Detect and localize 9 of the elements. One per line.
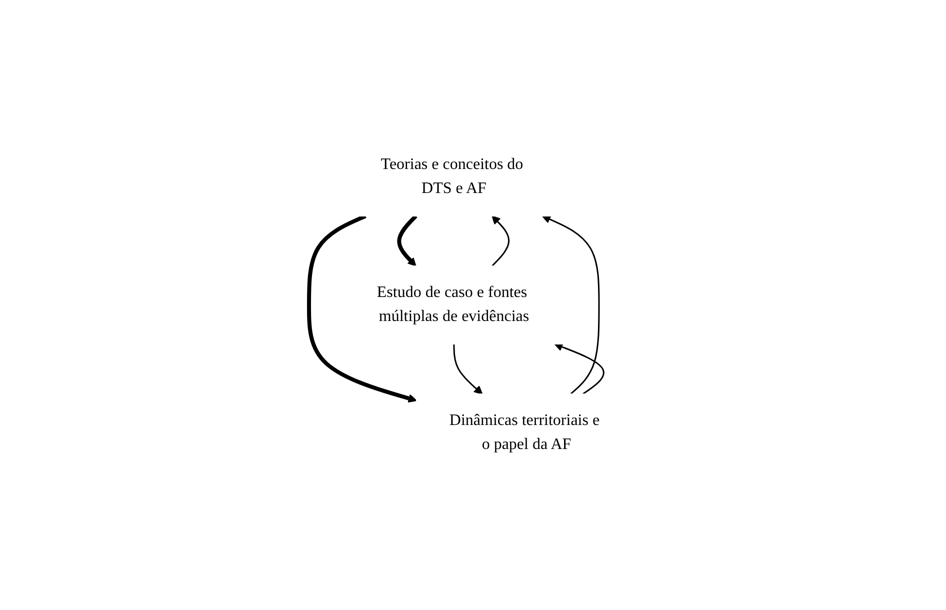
arrow [492, 216, 510, 267]
node-text: Estudo de caso e fontes múltiplas de evidências [377, 284, 530, 325]
node-text: Dinâmicas territoriais e o papel da AF [450, 412, 600, 453]
arrow [397, 214, 418, 266]
arrow [454, 344, 483, 394]
arrow [554, 342, 605, 395]
arrow [307, 214, 418, 403]
arrow [542, 215, 600, 395]
node-text: Teorias e conceitos do DTS e AF [381, 156, 524, 197]
